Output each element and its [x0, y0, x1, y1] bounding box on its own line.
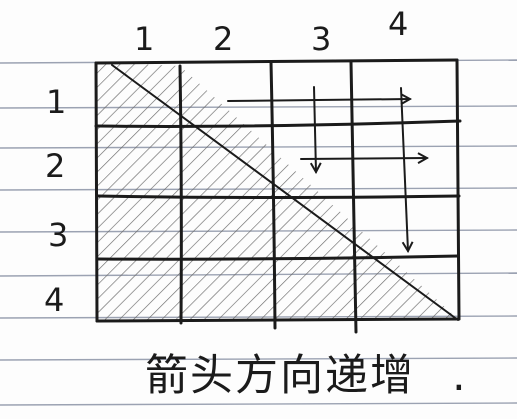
column-labels: 1 2 3 4 — [134, 5, 408, 58]
arrow-down-col4 — [400, 87, 408, 251]
grid-top-border — [94, 58, 459, 65]
rule-line — [0, 357, 517, 361]
caption-group: 箭头方向递增 . — [145, 351, 468, 401]
grid-col-line-3 — [349, 60, 358, 334]
caption-trailing-mark: . — [452, 351, 468, 401]
row-label-3: 3 — [48, 216, 68, 254]
matrix-grid — [94, 58, 462, 334]
rule-line — [0, 402, 517, 406]
column-label-2: 2 — [213, 20, 233, 58]
column-label-3: 3 — [311, 20, 331, 58]
arrow-right-row2 — [300, 158, 427, 159]
row-label-2: 2 — [45, 147, 65, 185]
grid-col-line-1 — [178, 64, 183, 325]
column-label-4: 4 — [388, 5, 408, 43]
grid-bottom-border — [95, 317, 461, 323]
row-labels: 1 2 3 4 — [44, 83, 68, 319]
arrow-right-row1 — [227, 99, 410, 101]
grid-row-line-1 — [94, 119, 462, 128]
rule-line — [0, 105, 517, 109]
grid-left-border — [94, 61, 99, 323]
grid-right-border — [455, 58, 461, 321]
direction-arrows — [227, 86, 427, 251]
caption-text: 箭头方向递增 — [145, 351, 415, 401]
row-label-1: 1 — [46, 83, 66, 121]
diagonal-line — [111, 64, 459, 321]
grid-row-line-3 — [96, 254, 460, 261]
grid-col-line-2 — [269, 60, 277, 330]
arrow-down-col3 — [314, 86, 316, 172]
column-label-1: 1 — [134, 20, 154, 58]
row-label-4: 4 — [44, 281, 64, 319]
